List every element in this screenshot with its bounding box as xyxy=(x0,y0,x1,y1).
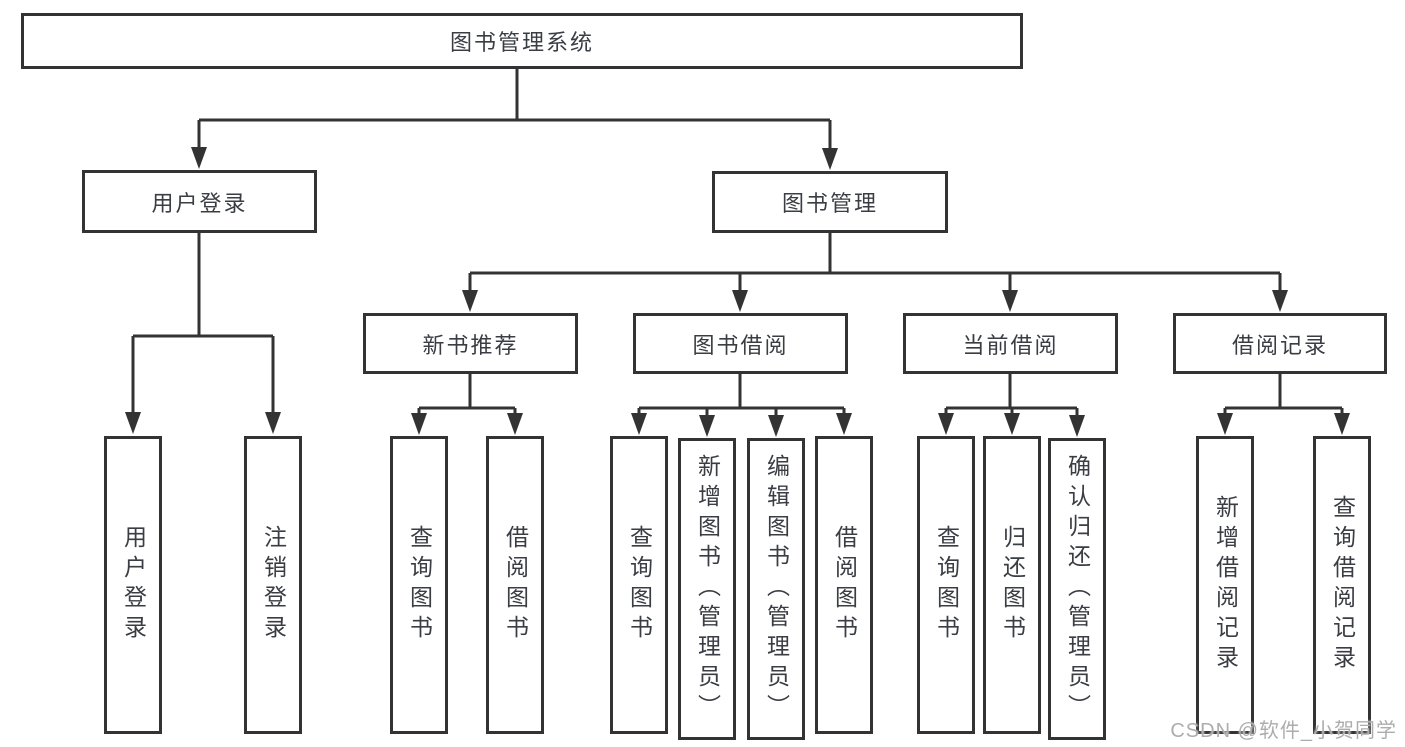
node-user-login-label: 用户登录 xyxy=(151,190,248,216)
node-book-borrow-label: 图书借阅 xyxy=(692,332,789,358)
edge-records-to-leaves xyxy=(1223,374,1344,416)
node-leaf-logout-label: 注销登录 xyxy=(260,525,287,645)
watermark: CSDN @软件_小贺同学 xyxy=(1170,720,1397,742)
node-leaf-query-books-borrow: 查询图书 xyxy=(610,436,668,734)
node-leaf-user-login: 用户登录 xyxy=(104,436,162,734)
arrow-icon xyxy=(191,147,207,169)
arrow-icon xyxy=(938,413,954,435)
arrow-icon xyxy=(1272,290,1288,312)
edge-bookmgmt-to-level3 xyxy=(468,233,1282,293)
arrow-icon xyxy=(462,290,478,312)
node-leaf-logout: 注销登录 xyxy=(244,436,302,734)
node-borrow-records-label: 借阅记录 xyxy=(1231,332,1328,358)
node-leaf-edit-books-admin-label: 编辑图书（管理员） xyxy=(763,454,790,724)
node-current-borrow: 当前借阅 xyxy=(903,313,1118,374)
arrow-icon xyxy=(768,415,784,437)
arrow-icon xyxy=(1069,415,1085,437)
node-leaf-borrow-books-recommend: 借阅图书 xyxy=(486,436,544,734)
node-leaf-confirm-return-admin-label: 确认归还（管理员） xyxy=(1064,454,1091,724)
node-new-book-recommend: 新书推荐 xyxy=(363,313,578,374)
arrow-icon xyxy=(411,413,427,435)
edge-newrec-to-leaves xyxy=(417,374,517,416)
edge-root-to-level2 xyxy=(197,69,832,150)
arrow-icon xyxy=(265,412,281,434)
node-leaf-add-books-admin-label: 新增图书（管理员） xyxy=(694,454,721,724)
arrow-icon xyxy=(1002,290,1018,312)
node-book-management-label: 图书管理 xyxy=(781,191,878,216)
arrow-icon xyxy=(1334,413,1350,435)
node-leaf-user-login-label: 用户登录 xyxy=(120,525,147,645)
edge-userlogin-to-leaves xyxy=(131,233,275,415)
node-leaf-query-books-recommend: 查询图书 xyxy=(390,436,448,734)
node-leaf-query-books-borrow-label: 查询图书 xyxy=(626,525,653,645)
node-leaf-add-borrow-record: 新增借阅记录 xyxy=(1196,436,1254,734)
node-leaf-query-borrow-record-label: 查询借阅记录 xyxy=(1329,495,1356,675)
edge-borrow-to-leaves xyxy=(637,374,846,418)
node-book-management: 图书管理 xyxy=(712,171,948,233)
node-leaf-return-books: 归还图书 xyxy=(983,436,1041,734)
node-user-login: 用户登录 xyxy=(82,170,317,233)
arrow-icon xyxy=(822,148,838,170)
node-leaf-add-borrow-record-label: 新增借阅记录 xyxy=(1212,495,1239,675)
node-leaf-borrow-books-label: 借阅图书 xyxy=(831,525,858,645)
node-root: 图书管理系统 xyxy=(21,13,1023,69)
node-leaf-query-books-current: 查询图书 xyxy=(917,436,975,734)
node-leaf-query-books-recommend-label: 查询图书 xyxy=(406,525,433,645)
arrow-icon xyxy=(699,415,715,437)
arrow-icon xyxy=(507,413,523,435)
arrow-icon xyxy=(125,412,141,434)
node-leaf-return-books-label: 归还图书 xyxy=(999,525,1026,645)
node-leaf-confirm-return-admin: 确认归还（管理员） xyxy=(1048,438,1106,740)
node-leaf-query-borrow-record: 查询借阅记录 xyxy=(1313,436,1371,734)
arrow-icon xyxy=(1004,413,1020,435)
node-new-book-recommend-label: 新书推荐 xyxy=(422,332,519,358)
node-current-borrow-label: 当前借阅 xyxy=(962,332,1059,358)
arrow-icon xyxy=(836,413,852,435)
node-leaf-borrow-books: 借阅图书 xyxy=(815,436,873,734)
node-book-borrow: 图书借阅 xyxy=(633,313,848,374)
arrow-icon xyxy=(631,413,647,435)
node-leaf-borrow-books-recommend-label: 借阅图书 xyxy=(502,525,529,645)
node-borrow-records: 借阅记录 xyxy=(1173,313,1387,374)
arrow-icon xyxy=(1217,413,1233,435)
arrow-icon xyxy=(732,290,748,312)
edge-current-to-leaves xyxy=(944,374,1079,418)
node-leaf-add-books-admin: 新增图书（管理员） xyxy=(678,438,736,740)
arrowheads xyxy=(125,147,1350,437)
node-leaf-edit-books-admin: 编辑图书（管理员） xyxy=(747,438,805,740)
node-leaf-query-books-current-label: 查询图书 xyxy=(933,525,960,645)
node-root-label: 图书管理系统 xyxy=(449,30,594,55)
